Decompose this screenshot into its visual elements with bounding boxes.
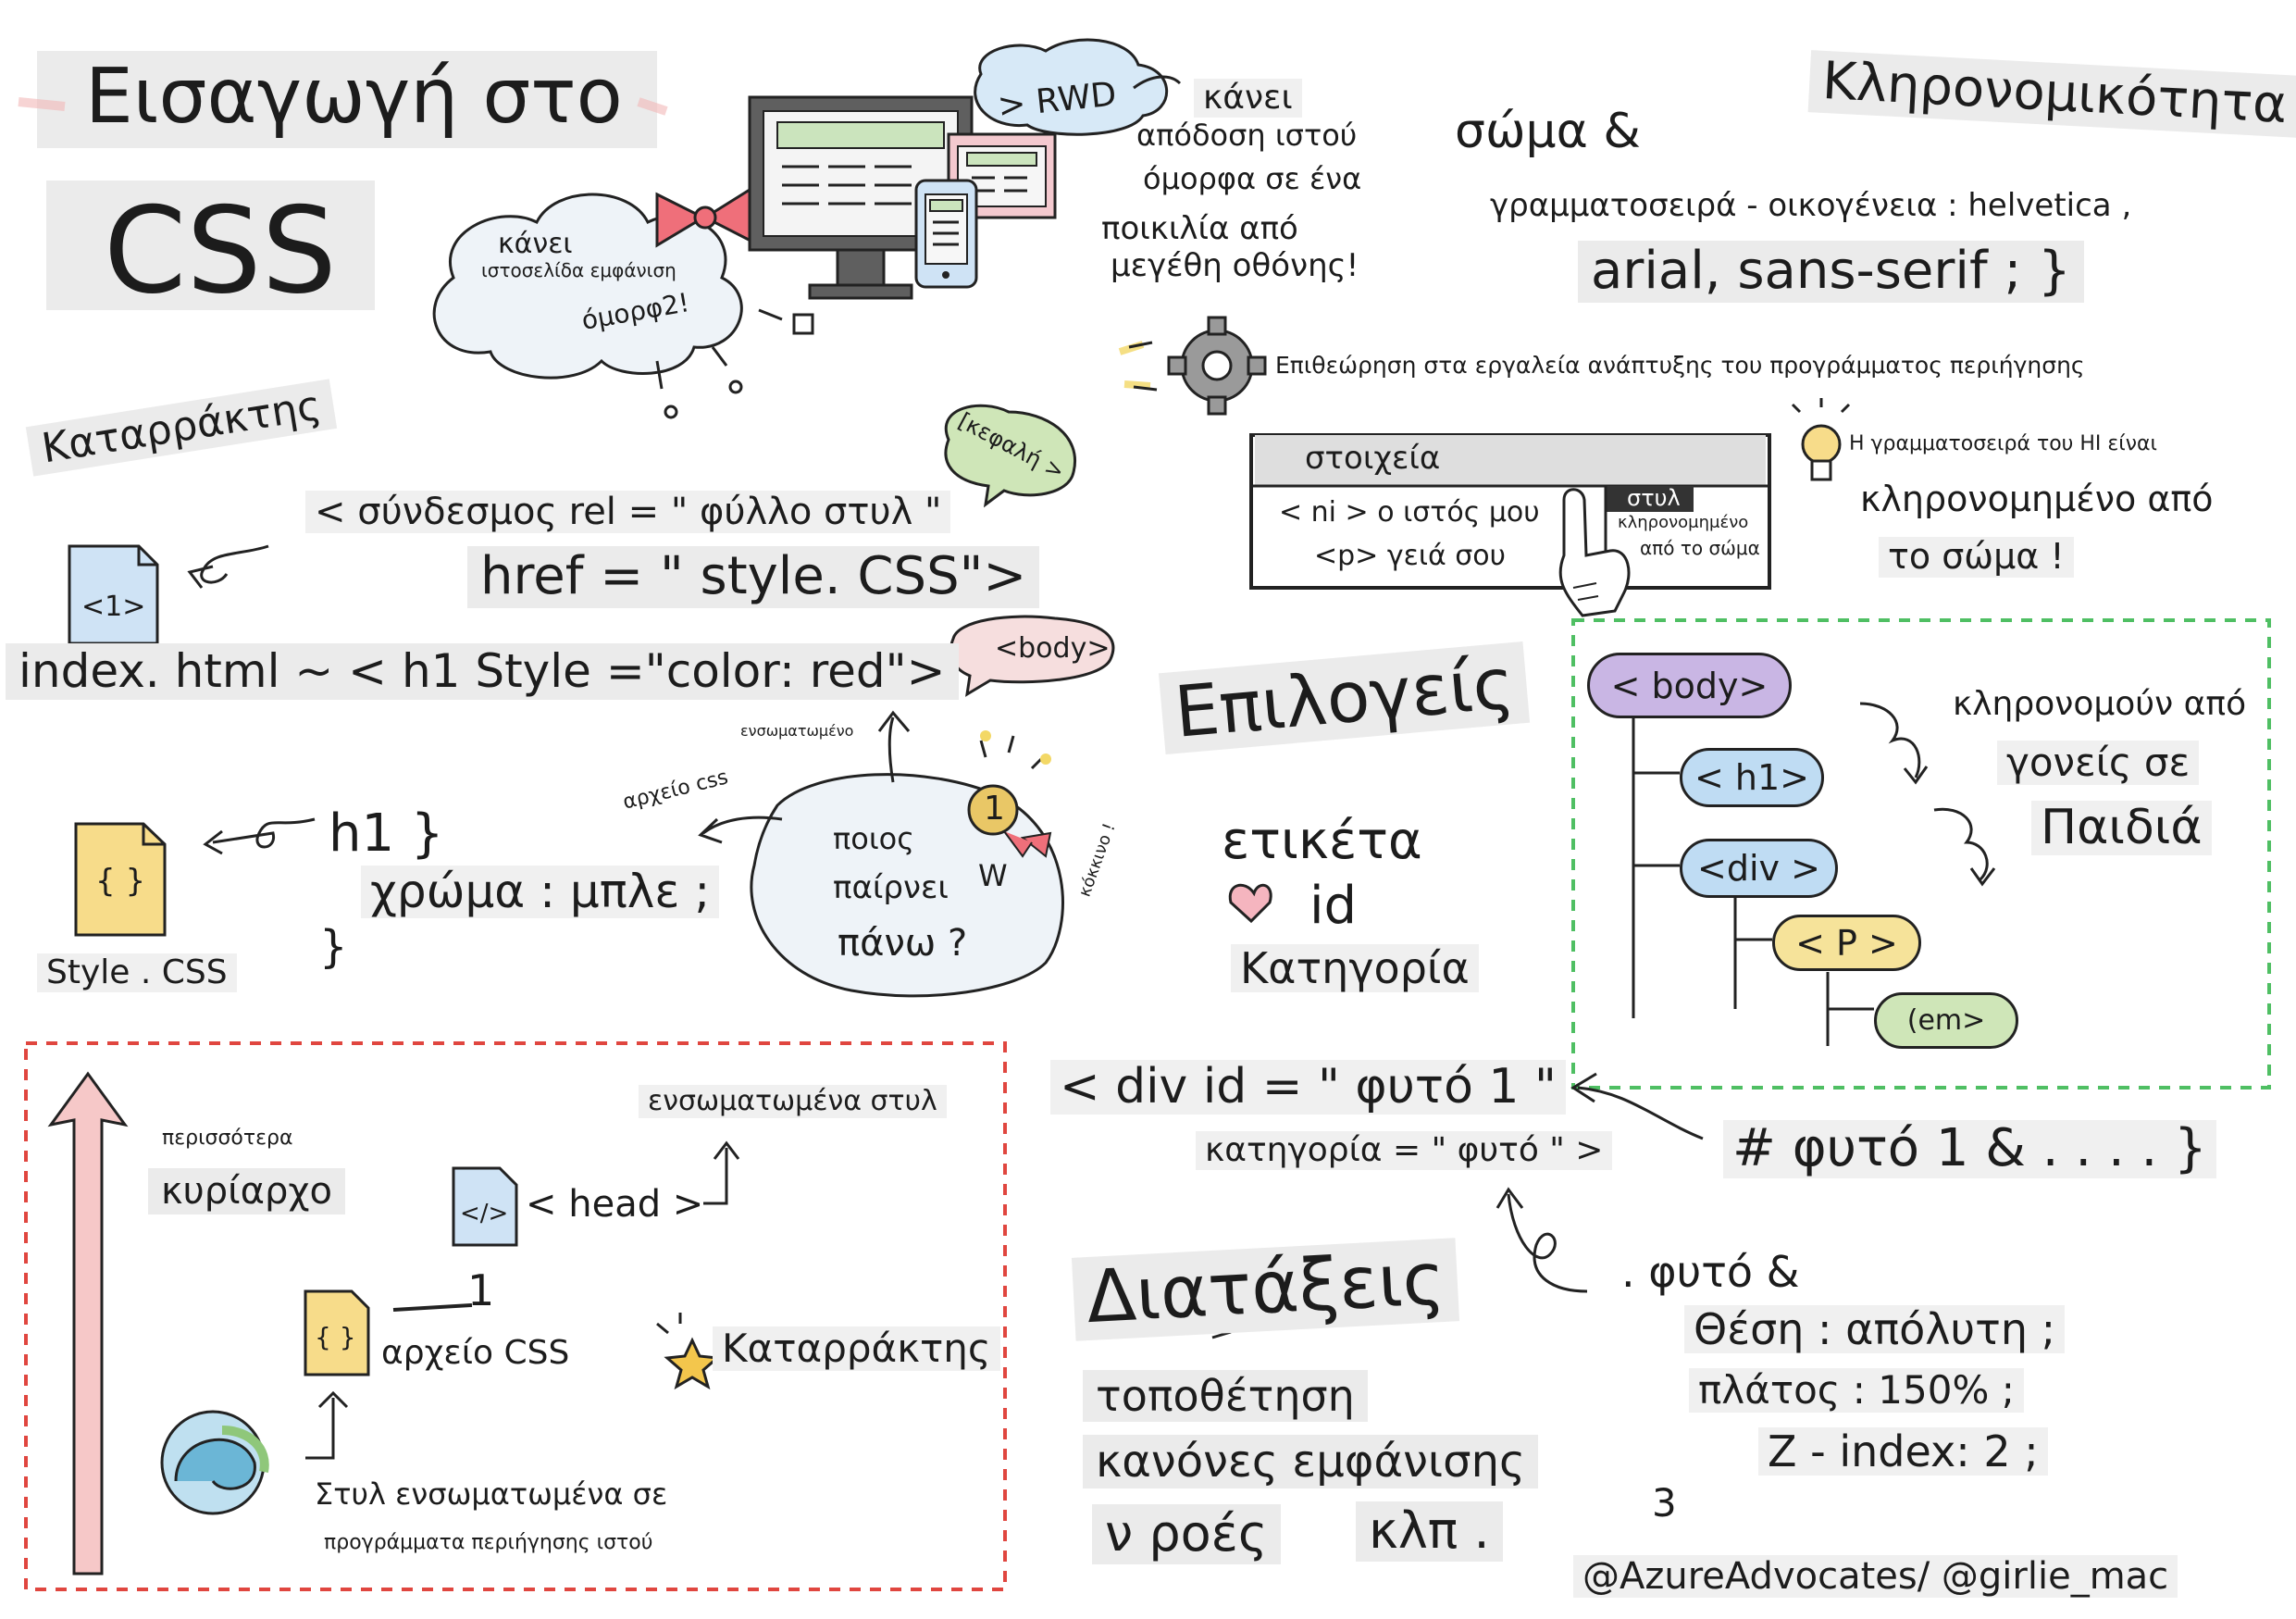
selector-class: Κατηγορία	[1231, 944, 1479, 993]
tree-node-em: (em>	[1874, 992, 2018, 1049]
head-bubble-shape	[944, 404, 1076, 508]
class-rule-5: 3	[1652, 1480, 1677, 1526]
inline-style-line: index. html ~ < h1 Style ="color: red">	[6, 643, 959, 700]
cloud-text-2: ιστοσελίδα εμφάνιση	[481, 259, 676, 281]
style-css-label: Style . CSS	[37, 953, 237, 992]
tablet-icon	[947, 132, 1057, 219]
title-line-2: CSS	[104, 182, 337, 320]
priority-dominant: κυρίαρχο	[148, 1168, 345, 1214]
who-line-3: πάνω ?	[838, 922, 968, 965]
inheritance-line-1: σώμα &	[1455, 104, 1641, 159]
class-rule-2: Θέση : απόλυτη ;	[1684, 1305, 2066, 1354]
priority-browser-2: προγράμματα περιήγησης ιστού	[324, 1531, 653, 1554]
devtools-inherited-1: κληρονομημένο	[1618, 513, 1749, 532]
tip-line-2: κληρονομημένο από	[1860, 479, 2214, 519]
devtools-title: Επιθεώρηση στα εργαλεία ανάπτυξης του πρ…	[1275, 352, 2085, 379]
phone-icon	[914, 179, 978, 289]
pointer-hand-icon	[1558, 488, 1631, 617]
priority-box-frame	[24, 1041, 1007, 1591]
css-doc-glyph: { }	[95, 863, 146, 900]
div-example-line-1: < div id = " φυτό 1 "	[1050, 1060, 1566, 1115]
class-rule-4: Z - index: 2 ;	[1758, 1427, 2048, 1476]
cloud-text-1: κάνει	[498, 228, 573, 260]
priority-more: περισσότερα	[162, 1127, 293, 1150]
layout-item-3: ν ροές	[1092, 1504, 1281, 1564]
link-line-2: href = " style. CSS">	[467, 546, 1040, 608]
devtools-styles-tab[interactable]: στυλ	[1627, 485, 1681, 511]
who-line-2: παίρνει	[833, 869, 949, 906]
bow-tie-icon	[655, 187, 756, 248]
devtools-row-2[interactable]: <p> γειά σου	[1314, 540, 1507, 572]
priority-number: 1	[467, 1265, 495, 1315]
who-line-1: ποιος	[833, 821, 915, 856]
gear-icon	[1167, 316, 1267, 416]
rwd-cloud-shape	[974, 38, 1169, 136]
priority-css-file: αρχείο CSS	[381, 1334, 570, 1372]
credit: @AzureAdvocates/ @girlie_mac	[1573, 1555, 2178, 1598]
tree-note-1: κληρονομούν από	[1953, 685, 2247, 723]
class-rule-1: . φυτό &	[1621, 1247, 1800, 1297]
lightbulb-icon	[1791, 398, 1851, 481]
medal-number: 1	[984, 790, 1005, 828]
devtools-window-frame	[1249, 433, 1771, 590]
priority-browser-1: Στυλ ενσωματωμένα σε	[315, 1476, 668, 1512]
rwd-desc-2: απόδοση ιστού	[1136, 118, 1358, 153]
layout-item-4: κλπ .	[1356, 1501, 1503, 1562]
star-icon	[664, 1337, 721, 1390]
body-bubble-shape	[949, 615, 1115, 697]
head-doc-icon	[452, 1166, 518, 1247]
rwd-desc-4: ποικιλία από	[1101, 210, 1298, 247]
tree-node-h1: < h1>	[1680, 748, 1824, 807]
tree-node-div: <div >	[1680, 839, 1838, 898]
tree-note-3: Παιδιά	[2031, 801, 2212, 855]
html-doc-label: <1>	[81, 591, 146, 623]
priority-css-glyph: { }	[315, 1322, 356, 1352]
layout-item-2: κανόνες εμφάνισης	[1083, 1435, 1539, 1489]
css-doc-icon	[74, 822, 167, 937]
win-letter: W	[978, 858, 1008, 893]
embedded-note: ενσωματωμένο	[740, 722, 854, 740]
class-rule-3: πλάτος : 150% ;	[1689, 1368, 2024, 1414]
medal-icon	[967, 784, 1052, 858]
title-line-1: Εισαγωγή στο	[85, 53, 623, 141]
devtools-tab-elements[interactable]: στοιχεία	[1305, 440, 1441, 477]
selector-tag: ετικέτα	[1222, 811, 1422, 871]
tree-node-p: < P >	[1772, 915, 1921, 971]
link-line-1: < σύνδεσμος rel = " φύλλο στυλ "	[305, 491, 951, 533]
tree-box-frame	[1571, 618, 2271, 1090]
rwd-desc-5: μεγέθη οθόνης!	[1111, 247, 1359, 284]
tree-node-body: < body>	[1587, 653, 1792, 718]
priority-cascade: Καταρράκτης	[713, 1326, 1000, 1372]
rwd-desc-1: κάνει	[1194, 79, 1302, 118]
priority-arrow	[47, 1071, 129, 1575]
selector-id: id	[1309, 876, 1358, 936]
devtools-inherited-2: από το σώμα	[1640, 537, 1760, 559]
id-rule: # φυτό 1 & . . . . }	[1723, 1120, 2216, 1178]
browser-logo-icon	[160, 1410, 269, 1515]
priority-embedded-styles: ενσωματωμένα στυλ	[639, 1085, 947, 1118]
css-file-doc-icon	[304, 1289, 370, 1376]
css-rule-3: }	[319, 921, 348, 973]
priority-head: < head >	[526, 1183, 704, 1226]
inheritance-line-3: arial, sans-serif ; }	[1578, 241, 2084, 303]
html-doc-icon	[68, 544, 159, 645]
priority-head-glyph: </>	[460, 1200, 509, 1227]
heart-icon	[1228, 883, 1272, 924]
css-rule-2: χρώμα : μπλε ;	[361, 866, 720, 918]
css-rule-1: h1 }	[329, 803, 444, 864]
devtools-row-1[interactable]: < ni > ο ιστός μου	[1279, 496, 1540, 529]
inheritance-line-2: γραμματοσειρά - οικογένεια : helvetica ,	[1490, 187, 2132, 224]
div-example-line-2: κατηγορία = " φυτό " >	[1196, 1131, 1613, 1170]
layout-item-1: τοποθέτηση	[1083, 1370, 1368, 1423]
tree-note-2: γονείς σε	[1997, 741, 2200, 786]
body-bubble-text: <body>	[995, 632, 1111, 665]
tip-line-1: Η γραμματοσειρά του HI είναι	[1849, 432, 2157, 455]
rwd-desc-3: όμορφα σε ένα	[1143, 161, 1362, 196]
tip-line-3: το σώμα !	[1879, 537, 2074, 578]
